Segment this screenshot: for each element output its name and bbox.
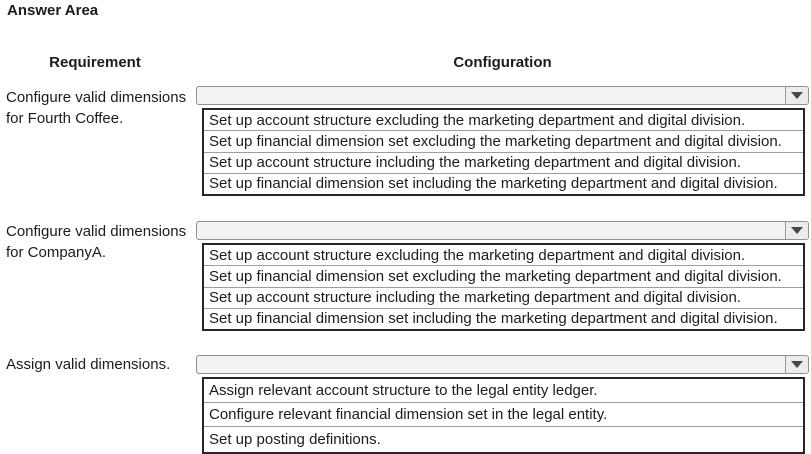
option-item[interactable]: Set up financial dimension set excluding… (204, 266, 803, 288)
option-item[interactable]: Set up account structure excluding the m… (204, 110, 803, 132)
chevron-down-icon (791, 92, 803, 99)
options-list-fourth-coffee: Set up account structure excluding the m… (202, 108, 805, 196)
option-item[interactable]: Configure relevant financial dimension s… (204, 403, 803, 427)
option-item[interactable]: Set up posting definitions. (204, 427, 803, 452)
column-header-configuration: Configuration (453, 54, 552, 71)
dropdown-assign-dimensions[interactable] (196, 355, 809, 374)
option-item[interactable]: Set up account structure excluding the m… (204, 245, 803, 267)
chevron-down-icon (791, 227, 803, 234)
dropdown-fourth-coffee-arrow-button[interactable] (785, 87, 808, 104)
option-item[interactable]: Set up account structure including the m… (204, 152, 803, 174)
dropdown-fourth-coffee[interactable] (196, 86, 809, 105)
column-header-requirement: Requirement (49, 54, 141, 71)
option-item[interactable]: Set up financial dimension set excluding… (204, 131, 803, 153)
option-item[interactable]: Assign relevant account structure to the… (204, 379, 803, 403)
answer-area-title: Answer Area (7, 2, 99, 19)
dropdown-companya[interactable] (196, 221, 809, 240)
option-item[interactable]: Set up financial dimension set including… (204, 308, 803, 329)
options-list-companya: Set up account structure excluding the m… (202, 243, 805, 331)
requirement-label-assign-dimensions: Assign valid dimensions. (6, 356, 171, 373)
option-item[interactable]: Set up financial dimension set including… (204, 173, 803, 194)
options-list-assign-dimensions: Assign relevant account structure to the… (202, 377, 805, 454)
chevron-down-icon (791, 361, 803, 368)
dropdown-companya-arrow-button[interactable] (785, 222, 808, 239)
option-item[interactable]: Set up account structure including the m… (204, 287, 803, 309)
dropdown-assign-dimensions-arrow-button[interactable] (785, 356, 808, 373)
requirement-label-fourth-coffee: Configure valid dimensions for Fourth Co… (6, 89, 187, 127)
requirement-label-companya: Configure valid dimensions for CompanyA. (6, 223, 187, 261)
